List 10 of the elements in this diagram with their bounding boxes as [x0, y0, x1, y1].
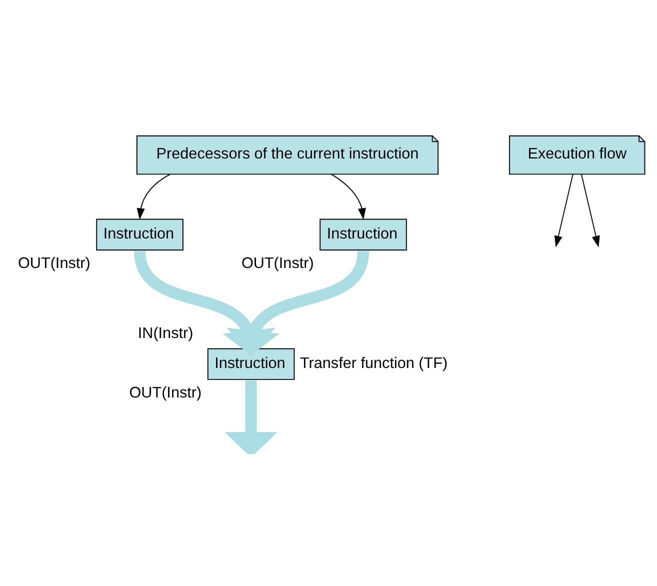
- arrow: [136, 174, 171, 220]
- node-label: IN(Instr): [138, 325, 194, 342]
- node-label: OUT(Instr): [129, 384, 202, 402]
- arrow: [331, 174, 366, 220]
- node-label: Transfer function (TF): [300, 354, 448, 372]
- arrow: [580, 174, 600, 248]
- arrow: [554, 174, 574, 248]
- arrow: [224, 380, 278, 454]
- node-label: OUT(Instr): [241, 255, 314, 272]
- node-label: OUT(Instr): [18, 255, 90, 272]
